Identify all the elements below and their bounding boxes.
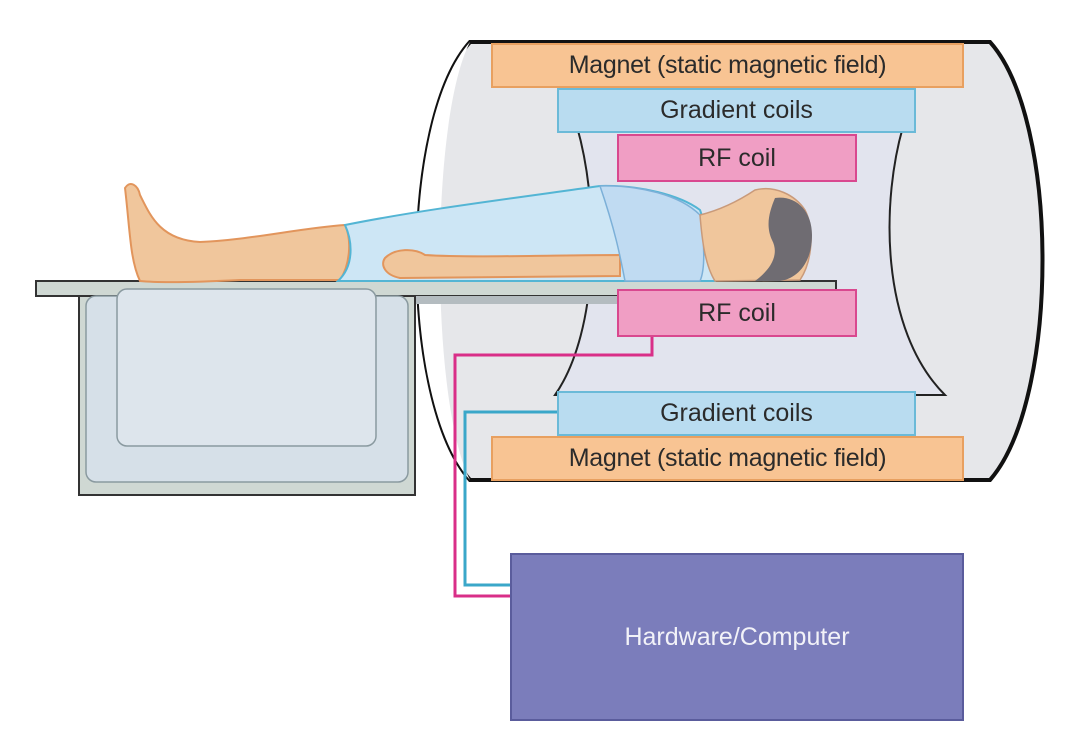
magnet-bottom-label: Magnet (static magnetic field) bbox=[491, 436, 964, 481]
rf-coil-bottom-label: RF coil bbox=[617, 289, 857, 337]
gradient-coils-top-label: Gradient coils bbox=[557, 88, 916, 133]
gradient-coil-wire bbox=[463, 410, 557, 587]
housing-front bbox=[417, 42, 470, 480]
rf-coil-top-label: RF coil bbox=[617, 134, 857, 182]
magnet-top-label: Magnet (static magnetic field) bbox=[491, 43, 964, 88]
hardware-computer-box: Hardware/Computer bbox=[510, 553, 964, 721]
patient-hair bbox=[755, 197, 812, 281]
rf-coil-wire bbox=[453, 335, 654, 598]
patient-table-panel bbox=[116, 288, 377, 447]
patient-leg bbox=[123, 183, 351, 284]
gradient-coils-bottom-label: Gradient coils bbox=[557, 391, 916, 436]
patient-sleeve bbox=[598, 185, 705, 282]
patient-hand bbox=[382, 249, 621, 280]
